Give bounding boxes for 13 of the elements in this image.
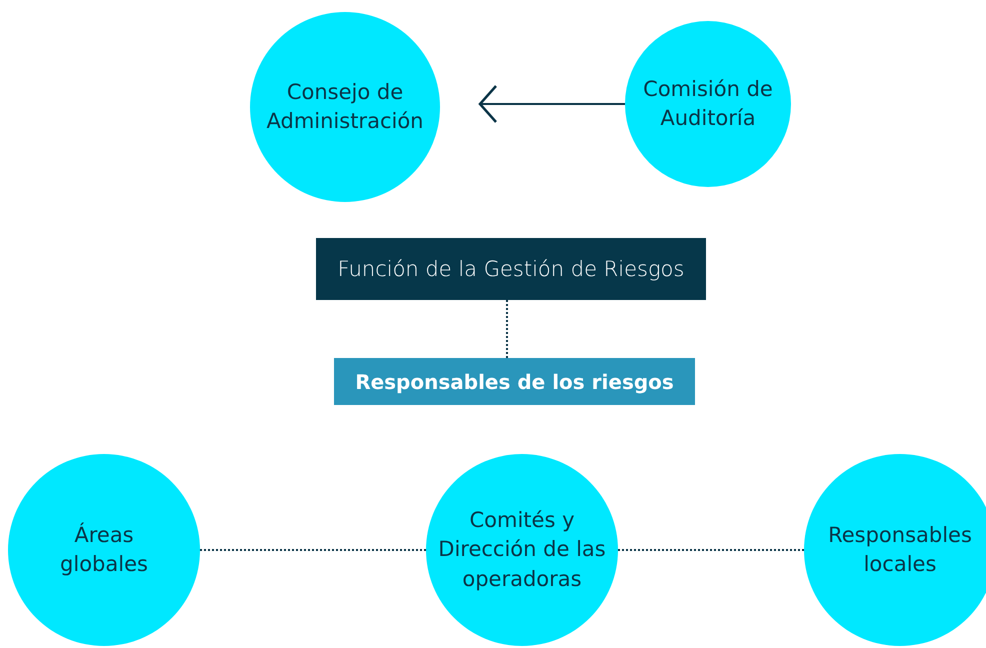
arrow bbox=[478, 84, 625, 124]
node-label: Función de la Gestión de Riesgos bbox=[338, 257, 684, 281]
process-box bbox=[334, 358, 695, 405]
node-label: Áreas globales bbox=[59, 522, 149, 578]
node-label: Comités y Dirección de las operadoras bbox=[437, 506, 607, 593]
process-box bbox=[316, 238, 706, 300]
node-label: Comisión de Auditoría bbox=[642, 76, 774, 132]
node-label: Responsables locales bbox=[827, 522, 973, 578]
dotted-connector bbox=[618, 549, 804, 551]
node-label: Responsables de los riesgos bbox=[355, 370, 674, 394]
node-label: Consejo de Administración bbox=[266, 78, 424, 135]
dotted-connector bbox=[506, 300, 508, 358]
dotted-connector bbox=[200, 549, 426, 551]
